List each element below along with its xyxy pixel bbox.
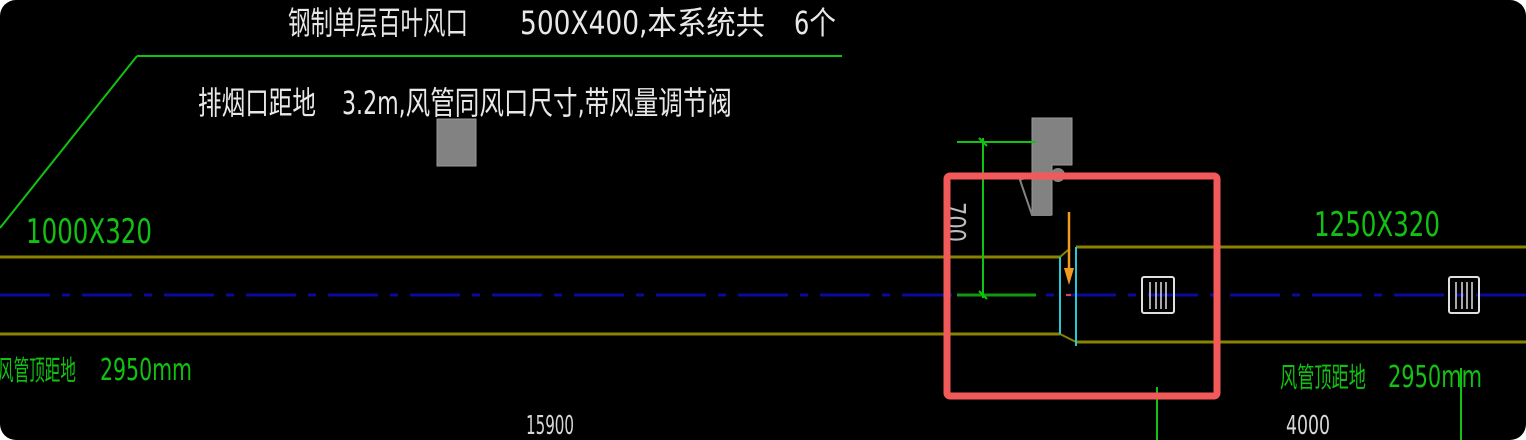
right-duct-elevation-label: 风管顶距地 bbox=[1280, 361, 1366, 394]
damper-symbol[interactable] bbox=[1018, 117, 1073, 216]
dimension-15900: 15900 bbox=[526, 411, 574, 440]
annotation-exhaust-height-label: 排烟口距地 bbox=[198, 84, 316, 122]
right-duct-size-label: 1250X320 bbox=[1314, 205, 1440, 245]
left-duct-elevation-label: 风管顶距地 bbox=[0, 354, 76, 387]
grille-icon[interactable] bbox=[1141, 276, 1175, 314]
reducer-transition-fitting[interactable] bbox=[1059, 247, 1077, 346]
left-duct-elevation-value: 2950mm bbox=[100, 353, 192, 388]
left-duct-size-label: 1000X320 bbox=[26, 212, 152, 252]
flow-arrow-icon bbox=[1064, 212, 1074, 296]
grille-block-symbol[interactable] bbox=[436, 118, 477, 167]
annotation-grille-count: 6个 bbox=[794, 4, 836, 42]
annotation-leader bbox=[0, 55, 842, 229]
dimension-4000: 4000 bbox=[1286, 411, 1330, 440]
grille-icon[interactable] bbox=[1448, 276, 1480, 314]
left-duct[interactable] bbox=[0, 255, 1060, 336]
right-duct-elevation-value: 2950mm bbox=[1388, 360, 1482, 395]
annotation-grille-size: 500X400,本系统共 bbox=[520, 4, 765, 42]
right-duct[interactable] bbox=[1059, 245, 1526, 344]
annotation-exhaust-detail: 3.2m,风管同风口尺寸,带风量调节阀 bbox=[342, 84, 732, 122]
annotation-grille-type: 钢制单层百叶风口 bbox=[288, 4, 468, 42]
highlight-box bbox=[943, 172, 1221, 400]
vertical-dimension[interactable] bbox=[957, 137, 1036, 300]
